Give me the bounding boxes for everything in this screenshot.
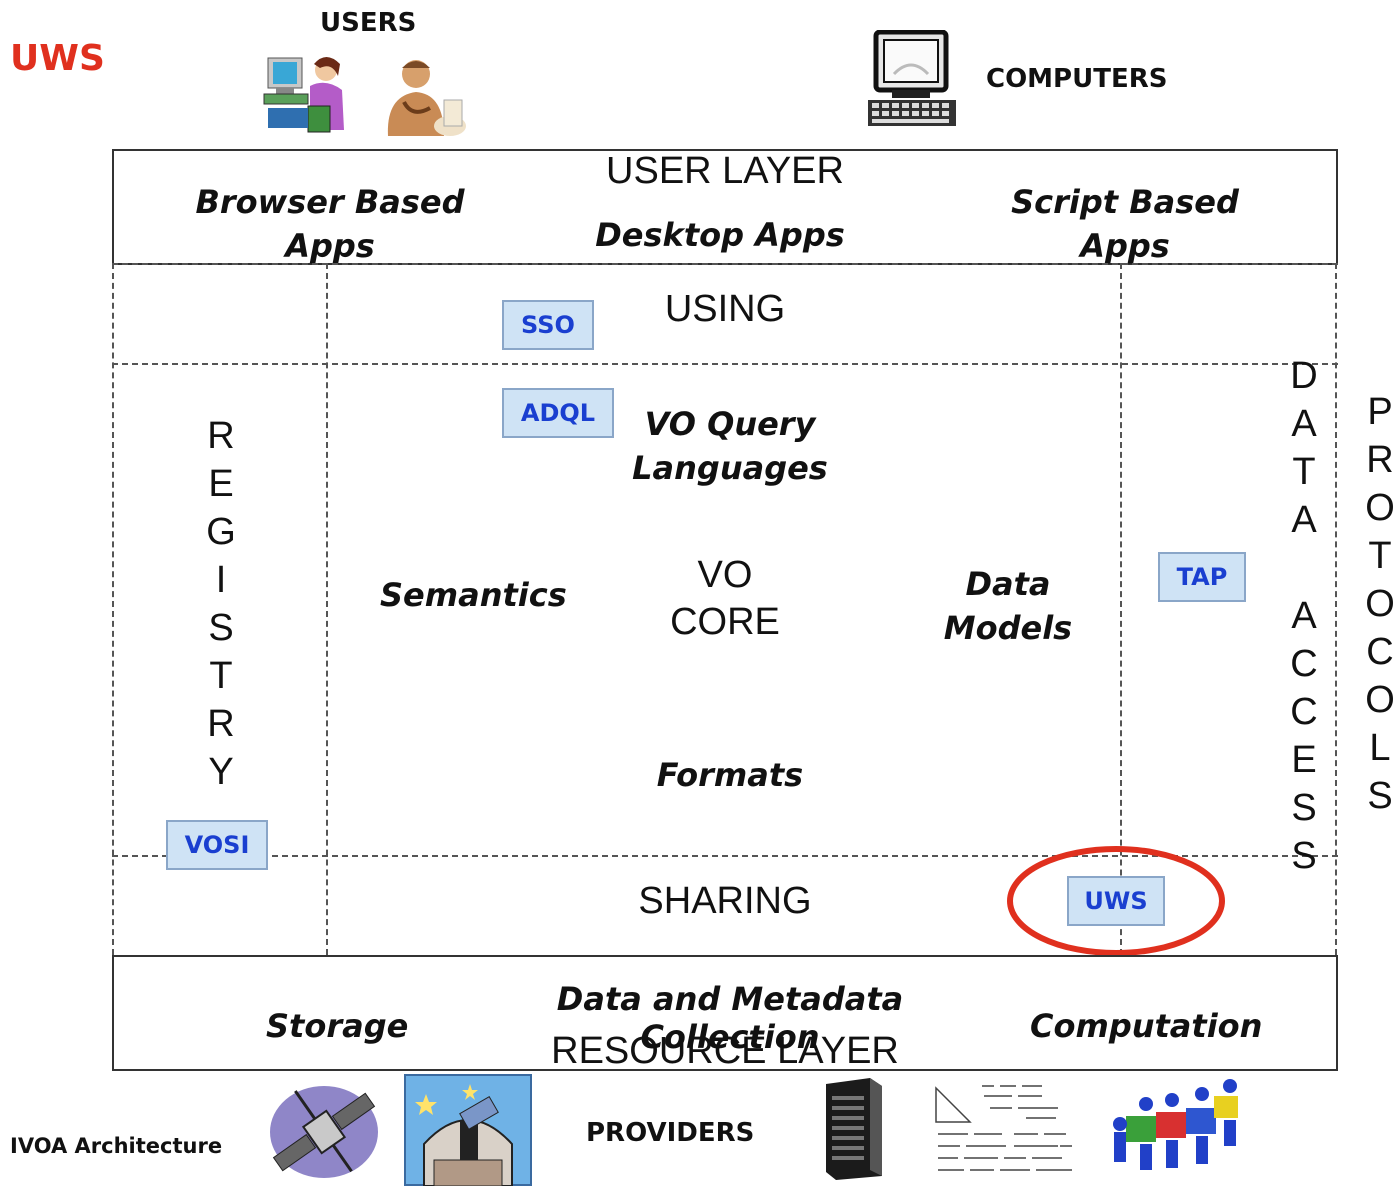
resource-layer-title: RESOURCE LAYER: [551, 1030, 899, 1072]
uws-tag[interactable]: UWS: [1067, 876, 1165, 926]
math-notes-icon: [930, 1078, 1080, 1182]
formats-label: Formats: [656, 756, 804, 794]
user-layer-title: USER LAYER: [606, 150, 844, 192]
user-at-computer-icon: [263, 57, 344, 133]
providers-label: PROVIDERS: [586, 1118, 755, 1148]
using-label: USING: [664, 288, 786, 330]
uws-highlight-circle: [1007, 846, 1225, 956]
sharing-label: SHARING: [638, 880, 812, 922]
resource-layer-box: [112, 955, 1338, 1071]
users-label: USERS: [320, 8, 417, 38]
server-rack-icon: [826, 1078, 882, 1180]
ivoa-architecture-label: IVOA Architecture: [10, 1134, 223, 1158]
tap-tag[interactable]: TAP: [1158, 552, 1246, 602]
computation-label: Computation: [1030, 1007, 1263, 1045]
desktop-apps-label: Desktop Apps: [595, 216, 845, 254]
storage-label: Storage: [266, 1007, 409, 1045]
computer-terminal-icon: [868, 30, 956, 126]
vosi-tag[interactable]: VOSI: [166, 820, 268, 870]
uws-title: UWS: [10, 38, 105, 79]
computers-label: COMPUTERS: [986, 64, 1168, 94]
sso-tag[interactable]: SSO: [502, 300, 594, 350]
collection-label: Data and Metadata Collection: [556, 980, 904, 1056]
satellite-icon: [270, 1086, 378, 1178]
thinking-person-icon: [387, 60, 466, 136]
semantics-label: Semantics: [380, 576, 567, 614]
puzzle-team-icon: [1113, 1079, 1238, 1170]
adql-tag[interactable]: ADQL: [502, 388, 614, 438]
observatory-icon: [404, 1074, 532, 1186]
